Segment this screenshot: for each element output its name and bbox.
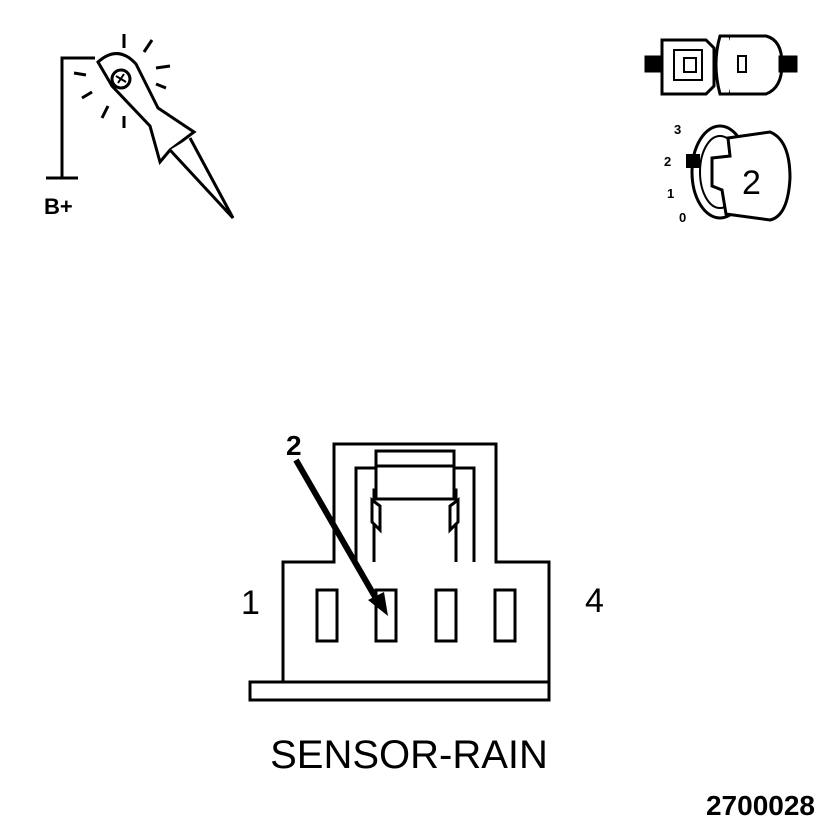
ignition-position-3: 3 (674, 122, 681, 137)
connector-face (248, 442, 551, 702)
ignition-position-1: 1 (667, 186, 674, 201)
ignition-position-0: 0 (679, 210, 686, 225)
ignition-key-number: 2 (742, 164, 761, 202)
connector-housing (281, 442, 551, 684)
ignition-position-2: 2 (664, 154, 671, 169)
pin-cavity (434, 588, 458, 643)
probe-tip (168, 137, 235, 220)
pin-cavity (315, 588, 339, 643)
pin-label-right: 4 (585, 582, 604, 620)
pin-cavity (493, 588, 517, 643)
key-position-marker (686, 154, 700, 168)
supply-label: B+ (44, 194, 73, 219)
figure-id: 2700028 (706, 790, 815, 821)
connector-base-plate (248, 680, 551, 702)
supply-wire (60, 56, 95, 178)
test-light-icon (46, 34, 235, 220)
disconnect-connector-icon (644, 34, 798, 96)
pin-label-left: 1 (241, 584, 260, 622)
bulb-icon (110, 68, 132, 90)
ignition-key-icon (686, 124, 792, 222)
pin-callout-number: 2 (286, 430, 302, 461)
connector-name: SENSOR-RAIN (270, 733, 548, 777)
pin-callout-arrow (293, 458, 388, 616)
locking-tab (374, 449, 456, 501)
